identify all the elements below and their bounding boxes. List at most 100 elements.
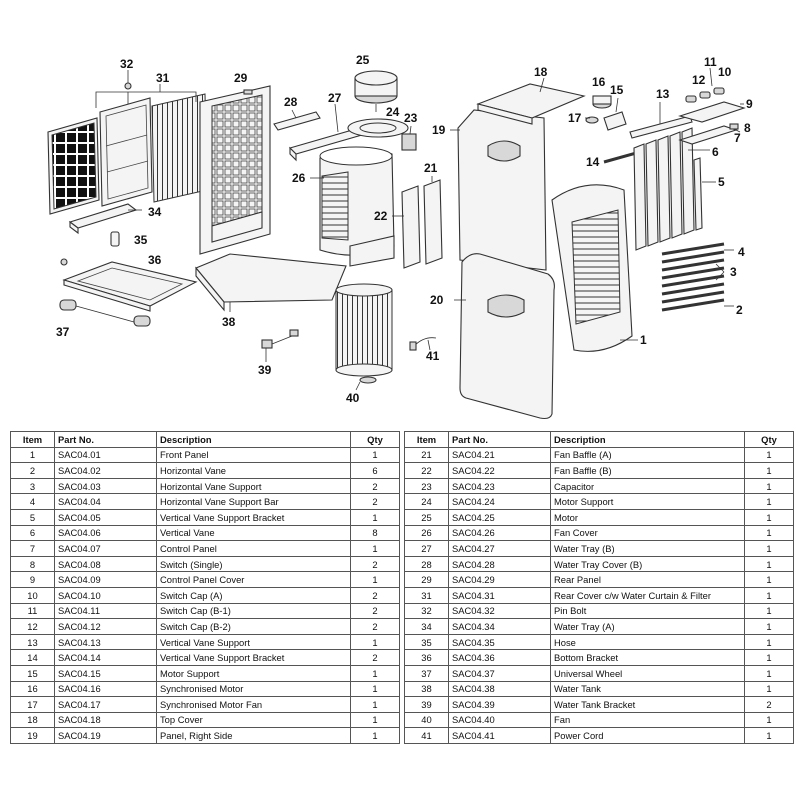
cell-part-no: SAC04.25 <box>448 508 551 526</box>
cell-part-no: SAC04.07 <box>54 540 157 557</box>
front-panel <box>551 184 638 352</box>
cell-description: Water Tray (A) <box>550 618 745 635</box>
callout-31: 31 <box>156 71 170 85</box>
cell-part-no: SAC04.17 <box>54 696 157 713</box>
cell-qty: 1 <box>744 540 794 557</box>
cell-qty: 2 <box>350 649 400 666</box>
cell-item: 6 <box>10 524 55 542</box>
power-cord <box>409 337 437 351</box>
cell-qty: 1 <box>350 633 400 651</box>
cell-qty: 1 <box>744 508 794 526</box>
cell-qty: 1 <box>350 446 400 464</box>
cell-item: 1 <box>10 446 55 464</box>
callout-40: 40 <box>346 391 360 405</box>
water-tank-bracket <box>261 329 299 362</box>
cell-part-no: SAC04.13 <box>54 633 157 651</box>
callout-3: 3 <box>730 265 737 279</box>
cell-part-no: SAC04.11 <box>54 602 157 620</box>
cell-part-no: SAC04.14 <box>54 649 157 666</box>
cell-description: Vertical Vane Support Bracket <box>156 508 351 526</box>
rear-cover-filter <box>47 84 208 215</box>
cell-part-no: SAC04.23 <box>448 477 551 495</box>
cell-item: 17 <box>10 696 55 713</box>
callout-labels: 1 2 3 4 5 6 7 8 9 10 11 12 13 14 15 16 1… <box>56 53 753 405</box>
cell-part-no: SAC04.40 <box>448 711 551 729</box>
cell-item: 28 <box>404 555 449 573</box>
callout-27: 27 <box>328 91 342 105</box>
cell-qty: 1 <box>744 602 794 620</box>
cell-part-no: SAC04.38 <box>448 680 551 698</box>
table-header-row: Item Part No. Description Qty <box>10 431 400 448</box>
cell-description: Motor Support <box>156 664 351 682</box>
callout-15: 15 <box>610 83 624 97</box>
cell-qty: 2 <box>350 477 400 495</box>
cell-item: 5 <box>10 508 55 526</box>
callout-28: 28 <box>284 95 298 109</box>
cell-qty: 2 <box>350 602 400 620</box>
water-tray-a <box>68 203 142 235</box>
cell-item: 21 <box>404 446 449 464</box>
cell-qty: 1 <box>350 540 400 557</box>
cell-part-no: SAC04.01 <box>54 446 157 464</box>
horizontal-vanes <box>661 242 734 312</box>
cell-qty: 2 <box>744 696 794 713</box>
cell-part-no: SAC04.06 <box>54 524 157 542</box>
top-cover <box>476 77 586 125</box>
cell-part-no: SAC04.10 <box>54 586 157 604</box>
cell-qty: 6 <box>350 462 400 479</box>
cell-item: 22 <box>404 462 449 479</box>
cell-description: Horizontal Vane Support <box>156 477 351 495</box>
vertical-vanes <box>633 127 710 251</box>
cell-description: Vertical Vane Support Bracket <box>156 649 351 666</box>
cell-description: Fan <box>550 711 745 729</box>
cell-part-no: SAC04.37 <box>448 664 551 682</box>
cell-description: Control Panel Cover <box>156 571 351 588</box>
callout-35: 35 <box>134 233 148 247</box>
cell-qty: 8 <box>350 524 400 542</box>
cell-part-no: SAC04.39 <box>448 696 551 713</box>
cell-qty: 1 <box>744 571 794 588</box>
cell-item: 12 <box>10 618 55 635</box>
cell-part-no: SAC04.02 <box>54 462 157 479</box>
cell-qty: 1 <box>744 446 794 464</box>
callout-1: 1 <box>640 333 647 347</box>
access-door <box>454 253 555 420</box>
cell-part-no: SAC04.05 <box>54 508 157 526</box>
fan-baffle-b <box>392 185 421 269</box>
callout-37: 37 <box>56 325 70 339</box>
control-panel-cover <box>678 101 746 123</box>
callout-20: 20 <box>430 293 444 307</box>
header-qty: Qty <box>744 431 794 448</box>
cell-qty: 1 <box>744 680 794 698</box>
cell-item: 41 <box>404 727 449 744</box>
cell-description: Water Tank Bracket <box>550 696 745 713</box>
header-description: Description <box>550 431 745 448</box>
fan-cover <box>310 146 395 267</box>
cell-item: 40 <box>404 711 449 729</box>
cell-description: Panel, Right Side <box>156 727 351 744</box>
cell-description: Switch (Single) <box>156 555 351 573</box>
callout-18: 18 <box>534 65 548 79</box>
universal-wheels <box>59 299 151 327</box>
header-description: Description <box>156 431 351 448</box>
cell-item: 11 <box>10 602 55 620</box>
switch-caps <box>685 67 725 103</box>
callout-12: 12 <box>692 73 706 87</box>
header-qty: Qty <box>350 431 400 448</box>
cell-item: 14 <box>10 649 55 666</box>
